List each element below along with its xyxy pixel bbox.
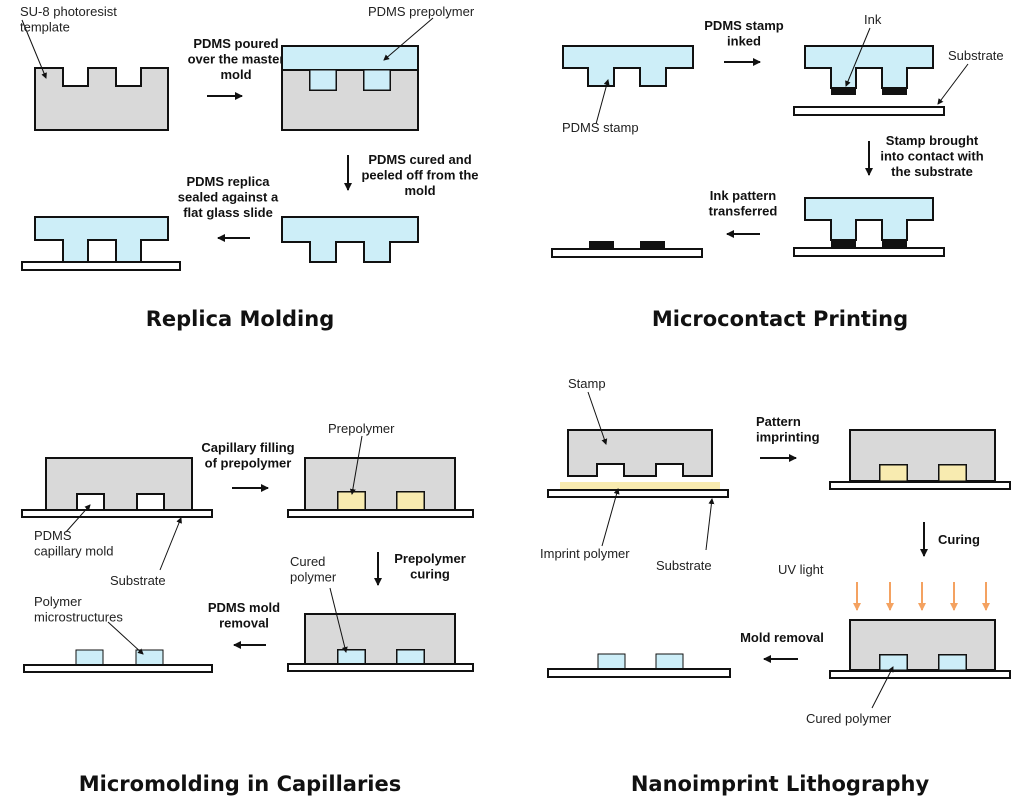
pdms-capillary-mold [304, 457, 456, 511]
uv-light-arrows [853, 582, 990, 611]
substrate [287, 509, 474, 518]
su8-master-mold [281, 69, 419, 131]
substrate [287, 663, 474, 672]
pdms-stamp-inked [804, 45, 934, 89]
substrate-label: Substrate [948, 48, 1004, 63]
leader-line [595, 79, 610, 125]
pdms-capillary-mold [45, 457, 193, 511]
leader-line [937, 63, 969, 105]
pdms-prepolymer-label: PDMS prepolymer [368, 4, 475, 19]
leader-line [107, 621, 144, 655]
nil-stamp [849, 619, 996, 671]
substrate [829, 481, 1011, 490]
substrate [551, 248, 703, 258]
prepolymer-fill [337, 491, 366, 511]
ink-pattern [640, 241, 665, 249]
ink-layer [882, 240, 907, 248]
leader-line [159, 517, 182, 571]
prepolymer-label: Prepolymer [328, 421, 395, 436]
pdms-stamp-contact [804, 197, 934, 241]
leader-line [601, 488, 620, 547]
ink-label: Ink [864, 12, 882, 27]
ink-layer [882, 88, 907, 95]
pdms-capillary-mold [304, 613, 456, 665]
imprint-polymer-pattern [938, 464, 967, 482]
cured-polymer [938, 654, 967, 671]
imprint-polymer-pattern [879, 464, 908, 482]
polymer-microstructure [135, 649, 164, 666]
glass-slide [21, 261, 181, 271]
leader-line [587, 391, 608, 445]
substrate [21, 509, 213, 518]
leader-line [383, 17, 434, 61]
cured-polymer-structure [655, 653, 684, 670]
substrate [793, 247, 945, 257]
ink-pattern [589, 241, 614, 249]
prepolymer-fill [396, 491, 425, 511]
substrate [23, 664, 213, 673]
su8-master-mold [34, 67, 169, 131]
pdms-replica-sealed [34, 216, 169, 263]
microcontact-printing-title: Microcontact Printing [652, 307, 908, 331]
leader-line [21, 19, 47, 79]
imprint-polymer-layer [560, 482, 720, 490]
pdms-stamp-label: PDMS stamp [562, 120, 639, 135]
pdms-prepolymer-layer [281, 45, 419, 71]
substrate [793, 106, 945, 116]
cured-polymer [396, 649, 425, 665]
substrate-label: Substrate [656, 558, 712, 573]
pdms-stamp [562, 45, 694, 87]
ink-layer [831, 88, 856, 95]
micromolding-capillaries-title: Micromolding in Capillaries [79, 772, 402, 796]
stamp-label: Stamp [568, 376, 606, 391]
substrate [829, 670, 1011, 679]
leader-line [349, 435, 363, 495]
prepolymer-fill [309, 69, 391, 91]
substrate [547, 668, 731, 678]
substrate [547, 489, 729, 498]
nil-stamp [849, 429, 996, 482]
leader-line [871, 666, 894, 709]
substrate-label: Substrate [110, 573, 166, 588]
cured-polymer [879, 654, 908, 671]
imprint-polymer-label: Imprint polymer [540, 546, 630, 561]
nanoimprint-lithography-title: Nanoimprint Lithography [631, 772, 930, 796]
uv-light-label: UV light [778, 562, 824, 577]
leader-line [65, 504, 91, 533]
polymer-microstructure [75, 649, 104, 666]
leader-line [329, 587, 348, 653]
step-label-mold-removal: Mold removal [740, 630, 824, 645]
replica-molding-title: Replica Molding [146, 307, 335, 331]
nil-stamp [567, 429, 713, 477]
pdms-replica [281, 216, 419, 263]
cured-polymer-structure [597, 653, 626, 670]
cured-polymer [337, 649, 366, 665]
ink-layer [831, 240, 856, 248]
step-label-curing: Curing [938, 532, 980, 547]
cured-polymer-label: Cured polymer [806, 711, 892, 726]
leader-line [845, 27, 871, 87]
leader-line [705, 498, 715, 551]
